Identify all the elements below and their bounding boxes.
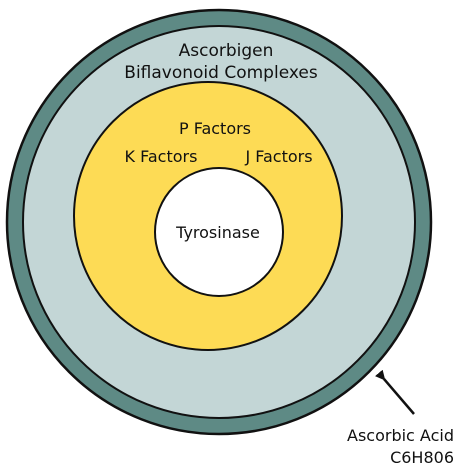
- annotation-line2: C6H806: [390, 448, 454, 467]
- outer-band-label-line2: Biflavonoid Complexes: [124, 63, 318, 83]
- arrow-icon: [374, 369, 415, 415]
- p-factors-label: P Factors: [179, 119, 251, 138]
- core-circle: [154, 167, 284, 297]
- outer-band-label-line1: Ascorbigen: [179, 41, 274, 61]
- core-label: Tyrosinase: [175, 223, 260, 242]
- j-factors-label: J Factors: [244, 147, 312, 166]
- k-factors-label: K Factors: [125, 147, 198, 166]
- annotation-line1: Ascorbic Acid: [347, 426, 454, 445]
